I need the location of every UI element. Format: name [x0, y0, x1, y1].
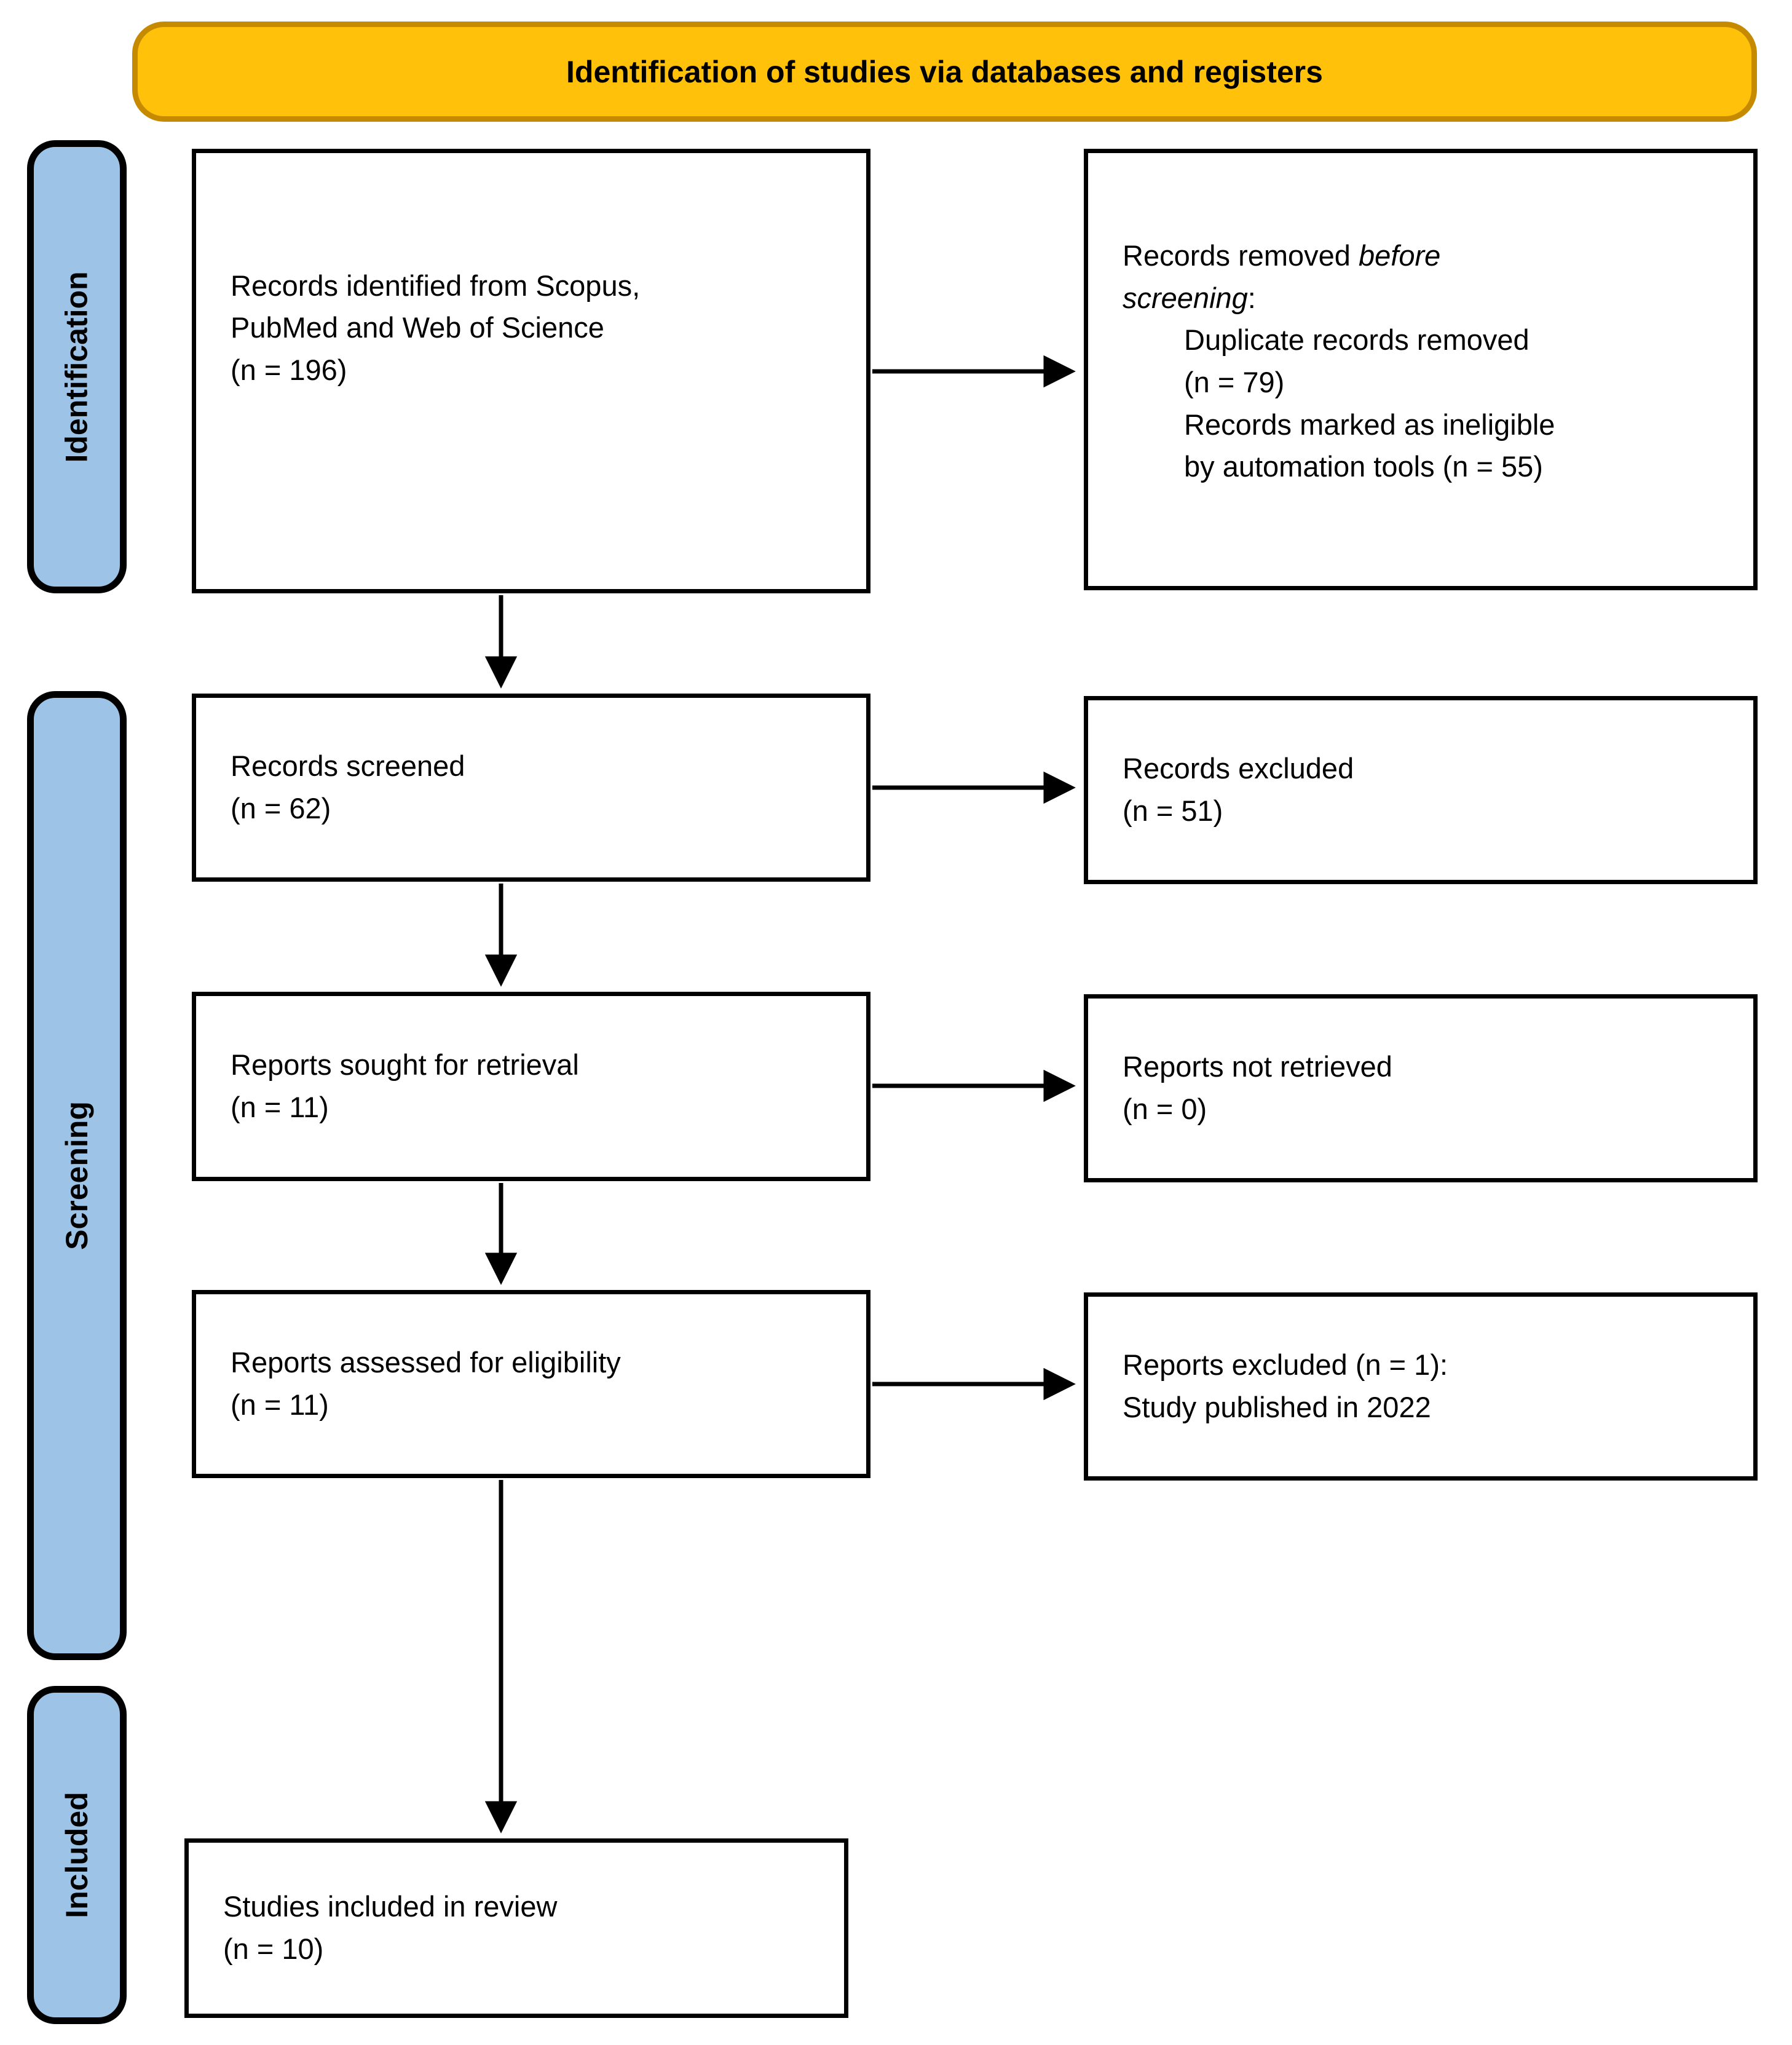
records-removed-item-ineligible-count: by automation tools (n = 55): [1184, 450, 1543, 483]
box-studies-included: Studies included in review (n = 10): [184, 1838, 848, 2018]
stage-label-screening-text: Screening: [60, 1101, 94, 1250]
box-records-excluded: Records excluded (n = 51): [1084, 696, 1758, 884]
stage-label-included: Included: [27, 1686, 127, 2024]
stage-label-identification: Identification: [27, 140, 127, 593]
box-reports-sought: Reports sought for retrieval (n = 11): [192, 992, 870, 1181]
records-removed-italic-screening: screening: [1123, 281, 1248, 314]
diagram-title: Identification of studies via databases …: [566, 54, 1323, 89]
box-records-identified: Records identified from Scopus, PubMed a…: [192, 149, 870, 593]
box-reports-not-retrieved: Reports not retrieved (n = 0): [1084, 994, 1758, 1182]
records-removed-prefix: Records removed: [1123, 239, 1359, 272]
studies-included-count: (n = 10): [223, 1932, 324, 1965]
records-removed-line-2: screening:: [1123, 277, 1735, 320]
reports-not-retrieved-count: (n = 0): [1123, 1093, 1207, 1125]
reports-not-retrieved-text: Reports not retrieved: [1123, 1050, 1392, 1083]
reports-assessed-count: (n = 11): [231, 1388, 329, 1421]
box-reports-assessed: Reports assessed for eligibility (n = 11…: [192, 1290, 870, 1478]
reports-excluded-reason: Study published in 2022: [1123, 1391, 1431, 1423]
records-excluded-count: (n = 51): [1123, 794, 1223, 827]
records-removed-suffix: :: [1247, 281, 1256, 314]
diagram-title-banner: Identification of studies via databases …: [132, 22, 1757, 122]
records-screened-count: (n = 62): [231, 792, 331, 825]
box-records-removed: Records removed before screening: Duplic…: [1084, 149, 1758, 590]
records-identified-line-2: PubMed and Web of Science: [231, 311, 604, 344]
stage-label-screening: Screening: [27, 691, 127, 1660]
records-removed-italic-before: before: [1359, 239, 1441, 272]
reports-assessed-text: Reports assessed for eligibility: [231, 1346, 621, 1379]
records-excluded-text: Records excluded: [1123, 752, 1354, 785]
box-records-screened: Records screened (n = 62): [192, 694, 870, 882]
records-removed-item-ineligible: Records marked as ineligible: [1184, 408, 1555, 441]
records-removed-item-duplicates-count: (n = 79): [1184, 366, 1285, 398]
records-identified-line-1: Records identified from Scopus,: [231, 269, 641, 302]
stage-label-included-text: Included: [60, 1792, 95, 1918]
records-removed-item-duplicates: Duplicate records removed: [1184, 323, 1530, 357]
records-screened-text: Records screened: [231, 750, 465, 783]
reports-sought-text: Reports sought for retrieval: [231, 1048, 579, 1082]
records-identified-count: (n = 196): [231, 353, 347, 386]
reports-sought-count: (n = 11): [231, 1091, 329, 1123]
reports-excluded-text: Reports excluded (n = 1):: [1123, 1348, 1448, 1382]
studies-included-text: Studies included in review: [223, 1890, 558, 1923]
box-reports-excluded: Reports excluded (n = 1): Study publishe…: [1084, 1292, 1758, 1481]
stage-label-identification-text: Identification: [60, 271, 95, 463]
records-removed-line-1: Records removed before: [1123, 235, 1735, 277]
